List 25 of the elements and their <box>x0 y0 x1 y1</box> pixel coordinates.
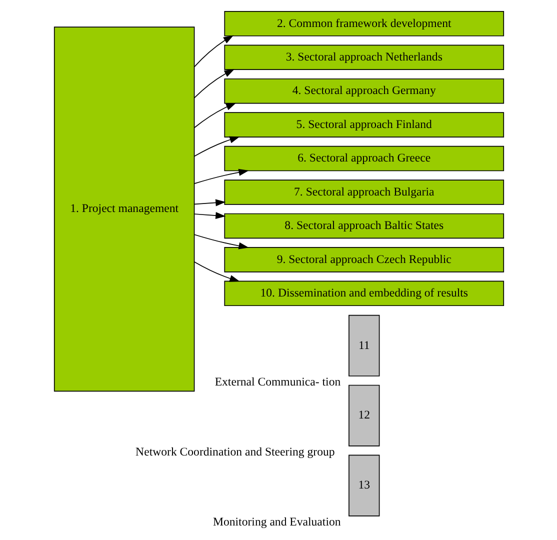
arrow <box>193 69 234 98</box>
arrow <box>193 261 240 282</box>
node-box: 11 <box>348 314 380 376</box>
node-box: 8. Sectoral approach Baltic States <box>224 213 504 239</box>
node-box: 4. Sectoral approach Germany <box>224 78 504 104</box>
node-box: 6. Sectoral approach Greece <box>224 146 504 172</box>
node-box: 12 <box>348 384 380 446</box>
arrow <box>193 136 240 157</box>
node-box: 10. Dissemination and embedding of results <box>224 280 504 306</box>
node-box: 9. Sectoral approach Czech Republic <box>224 247 504 272</box>
node-box: 3. Sectoral approach Netherlands <box>224 44 504 70</box>
arrow <box>194 234 248 250</box>
arrow <box>193 199 226 206</box>
node-label: Monitoring and Evaluation <box>212 514 340 528</box>
arrow <box>193 212 226 220</box>
arrow <box>194 102 236 128</box>
arrow <box>194 35 234 68</box>
node-box: 2. Common framework development <box>224 11 504 36</box>
node-label: Network Coordination and Steering group <box>135 444 334 458</box>
node-box: 5. Sectoral approach Finland <box>224 112 504 138</box>
node-box: 1. Project management <box>53 26 194 392</box>
node-label: External Communica- tion <box>214 374 340 388</box>
node-box: 13 <box>348 454 380 516</box>
arrow <box>194 168 248 184</box>
node-box: 7. Sectoral approach Bulgaria <box>224 180 504 205</box>
